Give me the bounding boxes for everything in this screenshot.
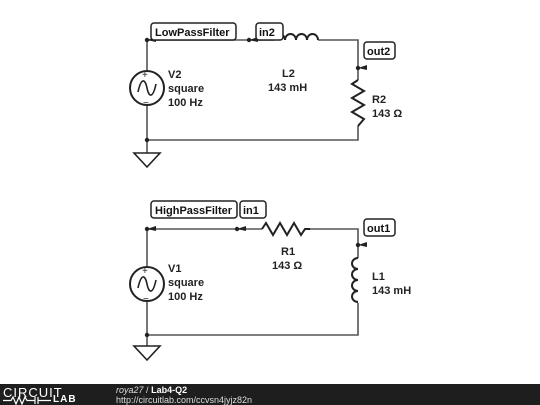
wire [147,126,359,141]
svg-text:in2: in2 [259,27,275,39]
svg-text:−: − [143,294,149,305]
net-tag-out1[interactable]: out1 [358,218,396,247]
project-user-link[interactable]: roya27 [116,385,144,395]
logo-word-circuit: CIRCUIT [3,385,63,400]
source-name-label: V1 [168,263,181,275]
svg-text:out1: out1 [367,223,390,235]
svg-text:−: − [143,98,149,109]
schematic-canvas: + − V2 square 100 Hz L2 143 mH R2 143 Ω … [129,22,411,362]
net-tag-in1[interactable]: in1 [237,200,267,231]
junction-node [144,137,150,143]
project-separator: / [146,385,149,395]
top-circuit: + − V2 square 100 Hz L2 143 mH R2 143 Ω … [129,22,402,169]
net-tag-highpassfilter[interactable]: HighPassFilter [147,200,238,231]
ground-symbol [132,345,162,362]
resistor-name-label: R1 [281,246,295,258]
inductor-l1[interactable] [351,257,359,303]
net-tag-in2[interactable]: in2 [249,22,284,42]
source-frequency-label: 100 Hz [168,291,203,303]
logo-schematic-icon [3,396,51,405]
logo-word-lab: LAB [53,394,77,405]
junction-node [144,332,150,338]
voltage-source-v2[interactable]: + − [129,70,165,109]
inductor-value-label: 143 mH [268,82,307,94]
bottom-circuit: + − V1 square 100 Hz R1 143 Ω L1 143 mH … [129,200,411,362]
svg-text:LowPassFilter: LowPassFilter [155,27,230,39]
project-url[interactable]: http://circuitlab.com/ccvsn4jyjz82n [116,395,253,405]
source-waveform-label: square [168,83,204,95]
inductor-value-label: 143 mH [372,285,411,297]
source-name-label: V2 [168,69,181,81]
svg-text:+: + [142,266,148,277]
svg-text:HighPassFilter: HighPassFilter [155,205,233,217]
inductor-name-label: L1 [372,271,385,283]
net-tag-lowpassfilter[interactable]: LowPassFilter [147,22,237,42]
inductor-name-label: L2 [282,68,295,80]
footer-bar: CIRCUIT LAB roya27 / Lab4-Q2 http://circ… [0,384,540,405]
svg-text:+: + [142,70,148,81]
wire [318,39,359,80]
resistor-name-label: R2 [372,94,386,106]
source-frequency-label: 100 Hz [168,97,203,109]
net-tag-out2[interactable]: out2 [358,41,396,70]
circuitlab-logo[interactable]: CIRCUIT LAB [3,385,99,405]
voltage-source-v1[interactable]: + − [129,266,165,305]
svg-text:out2: out2 [367,46,390,58]
ground-symbol [132,152,162,169]
resistor-r1[interactable] [261,221,310,237]
resistor-r2[interactable] [350,79,366,127]
wire [147,303,359,336]
project-title: roya27 / Lab4-Q2 [116,385,187,395]
project-name[interactable]: Lab4-Q2 [151,385,188,395]
resistor-value-label: 143 Ω [272,260,302,272]
svg-text:in1: in1 [243,205,259,217]
wire [310,228,359,258]
source-waveform-label: square [168,277,204,289]
resistor-value-label: 143 Ω [372,108,402,120]
